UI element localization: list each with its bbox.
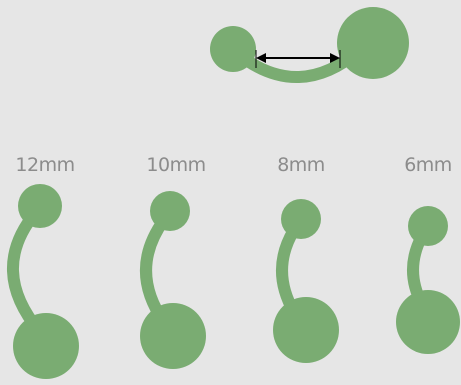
size-label-12mm: 12mm: [15, 151, 74, 179]
barbell-10mm-small-ball: [150, 191, 190, 231]
size-label-8mm: 8mm: [277, 151, 325, 179]
size-label-10mm: 10mm: [146, 151, 205, 179]
barbell-6mm-large-ball: [396, 290, 460, 354]
barbell-12mm-small-ball: [18, 184, 62, 228]
barbell-6mm-small-ball: [408, 206, 448, 246]
reference-large-ball: [337, 7, 409, 79]
barbell-8mm-small-ball: [281, 199, 321, 239]
barbell-8mm-large-ball: [273, 297, 339, 363]
size-label-6mm: 6mm: [404, 151, 452, 179]
barbell-10mm-large-ball: [140, 303, 206, 369]
reference-small-ball: [210, 26, 256, 72]
barbell-12mm-large-ball: [13, 313, 79, 379]
